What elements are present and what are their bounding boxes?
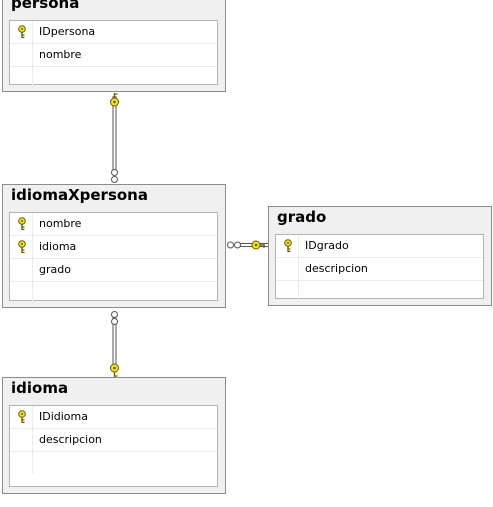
column-list: IDidioma descripcion: [9, 405, 218, 487]
table-title: grado: [277, 208, 327, 226]
column-name: IDpersona: [39, 25, 96, 38]
table-persona[interactable]: persona IDpersona nombre: [2, 0, 226, 92]
column-row-empty: [10, 282, 217, 304]
column-name: nombre: [39, 48, 82, 61]
key-icon: [18, 25, 26, 39]
column-name: IDgrado: [305, 239, 349, 252]
column-row-nombre[interactable]: nombre: [10, 44, 217, 67]
relationship-idiomaxpersona-grado[interactable]: [227, 240, 269, 250]
table-title: idiomaXpersona: [11, 186, 148, 204]
key-icon: [18, 240, 26, 254]
column-row-idioma[interactable]: idioma: [10, 236, 217, 259]
column-row-empty: [10, 452, 217, 474]
relationship-idiomaxpersona-idioma[interactable]: [110, 311, 119, 378]
infinity-icon: [111, 169, 118, 183]
column-name: descripcion: [305, 262, 368, 275]
column-row-descripcion[interactable]: descripcion: [10, 429, 217, 452]
column-list: IDpersona nombre: [9, 20, 218, 89]
column-row-grado[interactable]: grado: [10, 259, 217, 282]
column-list: IDgrado descripcion: [275, 234, 484, 303]
column-row-ididioma[interactable]: IDidioma: [10, 406, 217, 429]
key-icon: [284, 239, 292, 253]
column-name: IDidioma: [39, 410, 88, 423]
relationship-persona-idiomaxpersona[interactable]: [110, 93, 119, 183]
infinity-icon: [227, 241, 241, 249]
column-row-idgrado[interactable]: IDgrado: [276, 235, 483, 258]
table-title: persona: [11, 0, 80, 12]
key-icon: [110, 93, 119, 107]
table-idioma[interactable]: idioma IDidioma descripcion: [2, 377, 226, 494]
column-list: nombre idioma grado: [9, 212, 218, 304]
key-icon: [251, 240, 265, 250]
column-name: descripcion: [39, 433, 102, 446]
table-grado[interactable]: grado IDgrado descripcion: [268, 206, 492, 306]
column-name: idioma: [39, 240, 77, 253]
column-row-empty: [276, 281, 483, 303]
table-idiomaxpersona[interactable]: idiomaXpersona nombre idioma: [2, 184, 226, 308]
key-icon: [18, 217, 26, 231]
column-name: nombre: [39, 217, 82, 230]
table-title: idioma: [11, 379, 69, 397]
column-name: grado: [39, 263, 71, 276]
column-row-empty: [10, 67, 217, 89]
column-row-idpersona[interactable]: IDpersona: [10, 21, 217, 44]
key-icon: [18, 410, 26, 424]
key-icon: [110, 363, 119, 377]
column-row-descripcion[interactable]: descripcion: [276, 258, 483, 281]
column-row-nombre[interactable]: nombre: [10, 213, 217, 236]
infinity-icon: [111, 311, 118, 325]
